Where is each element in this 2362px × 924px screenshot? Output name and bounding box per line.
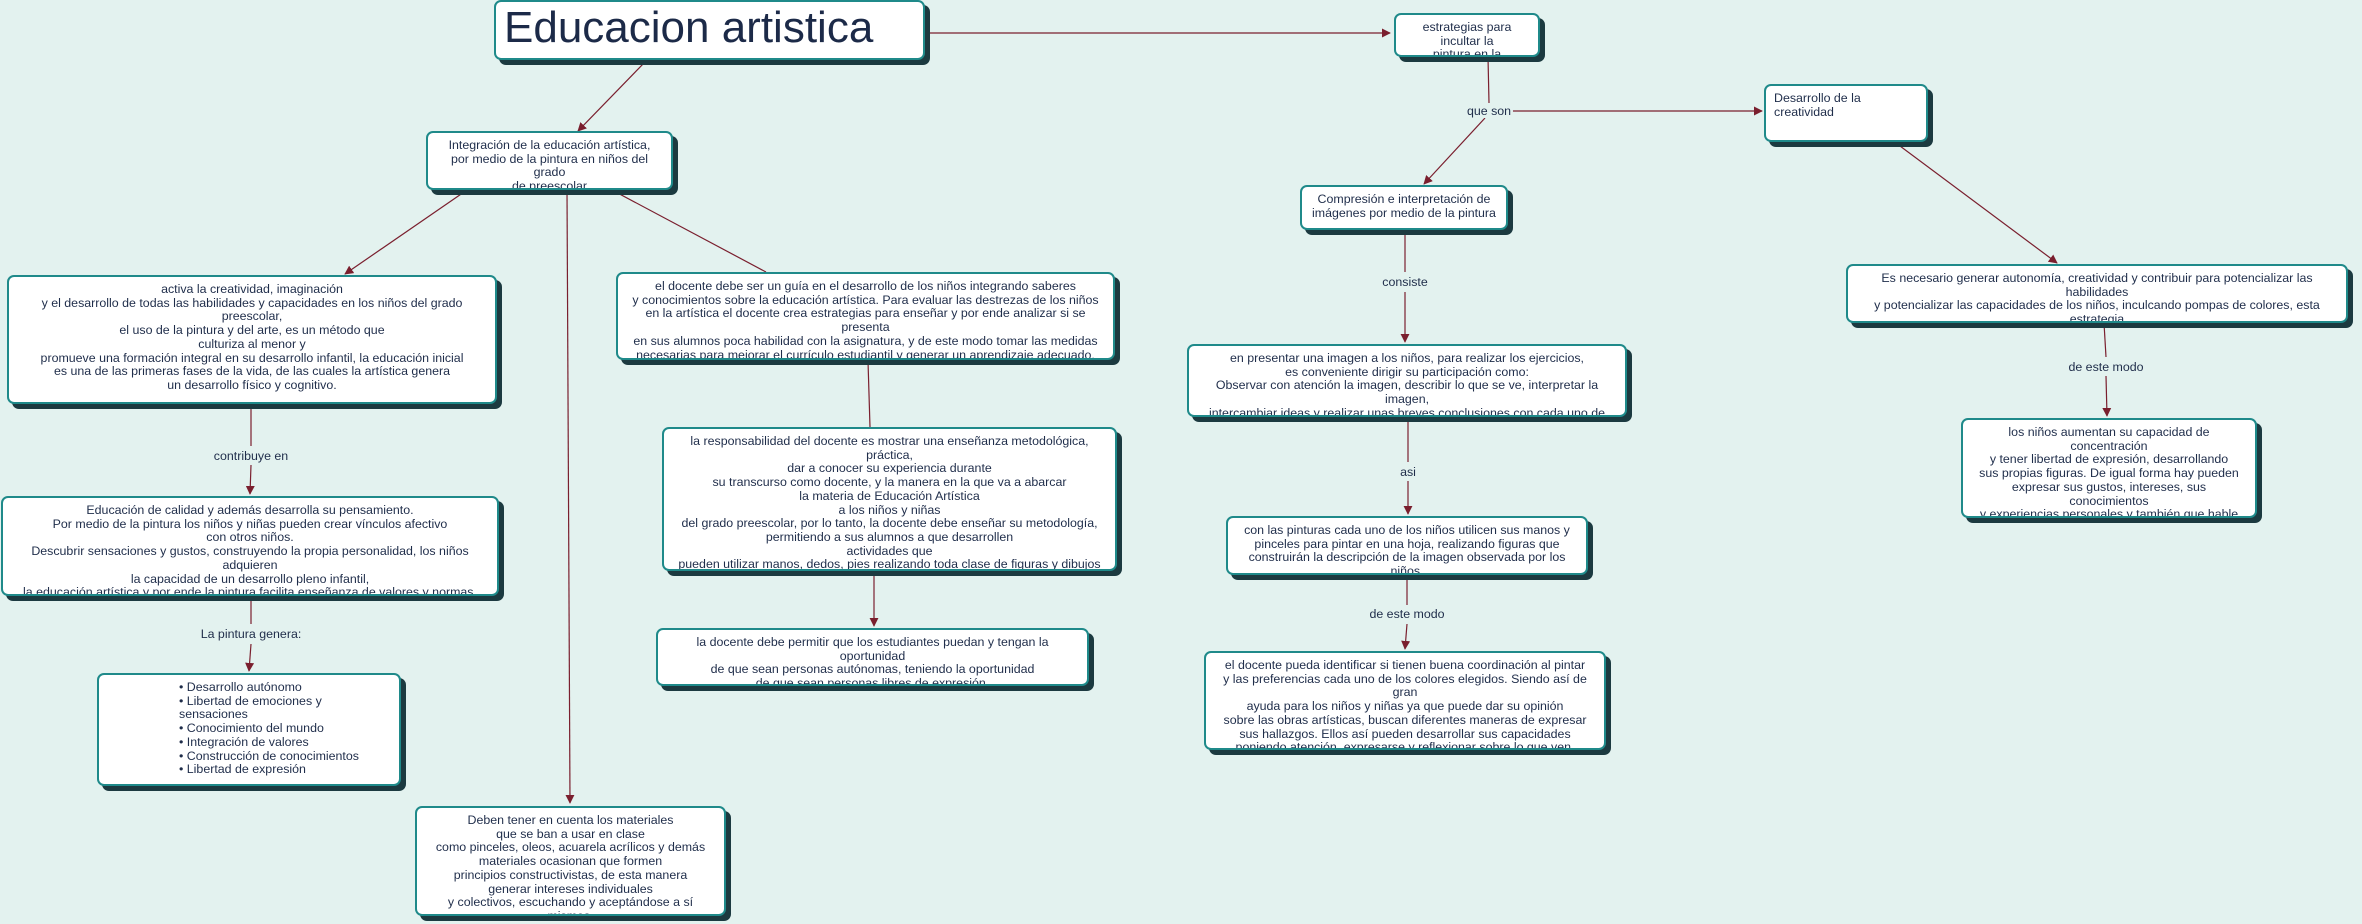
node-responsabilidad: la responsabilidad del docente es mostra… [662, 427, 1117, 571]
link-integracion-docente [611, 189, 767, 273]
map-title: Educacion artistica [494, 0, 925, 60]
link-estrategias-queson [1487, 56, 1490, 104]
link-integracion-activa [344, 189, 468, 275]
node-activa: activa la creatividad, imaginación y el … [7, 275, 497, 404]
node-desarrollo-creatividad: Desarrollo de la creatividad [1764, 84, 1928, 142]
node-compresion: Compresión e interpretación de imágenes … [1300, 185, 1508, 230]
node-pintura-lista: • Desarrollo autónomo • Libertad de emoc… [97, 673, 401, 786]
link-deestemodo-ninos [2102, 375, 2112, 417]
label-asi: asi [1398, 465, 1418, 479]
link-docente-responsabilidad [867, 360, 871, 428]
label-la-pintura-genera: La pintura genera: [198, 627, 304, 641]
label-de-este-modo-1: de este modo [2066, 360, 2146, 374]
link-pinturagenera-lista [245, 643, 255, 672]
node-identificar: el docente pueda identificar si tienen b… [1204, 651, 1606, 750]
node-permitir: la docente debe permitir que los estudia… [656, 628, 1089, 686]
node-presentar: en presentar una imagen a los niños, par… [1187, 344, 1627, 417]
label-consiste: consiste [1380, 275, 1430, 289]
link-desarrollo-esnecesario [1895, 142, 2058, 264]
node-integracion: Integración de la educación artística, p… [426, 131, 673, 190]
node-pinturas: con las pinturas cada uno de los niños u… [1226, 516, 1588, 575]
link-contribuye-educacion [245, 464, 255, 495]
label-contribuye-en: contribuye en [211, 449, 291, 463]
node-materiales: Deben tener en cuenta los materiales que… [415, 806, 726, 916]
node-educacion-calidad: Educación de calidad y además desarrolla… [1, 496, 499, 596]
link-esnecesario-deestemodo [2103, 322, 2107, 358]
link-queson-compresion [1423, 117, 1486, 185]
link-integracion-materiales [565, 189, 575, 804]
link-deestemodo-identificar [1401, 623, 1411, 650]
link-title-integracion [577, 61, 646, 132]
label-que-son: que son [1464, 104, 1514, 118]
node-ninos-aumentan: los niños aumentan su capacidad de conce… [1961, 418, 2257, 518]
node-es-necesario: Es necesario generar autonomía, creativi… [1846, 264, 2348, 323]
label-de-este-modo-2: de este modo [1367, 607, 1447, 621]
node-docente-guia: el docente debe ser un guía en el desarr… [616, 272, 1115, 360]
node-estrategias: estrategias para incultar la pintura en … [1394, 13, 1540, 57]
